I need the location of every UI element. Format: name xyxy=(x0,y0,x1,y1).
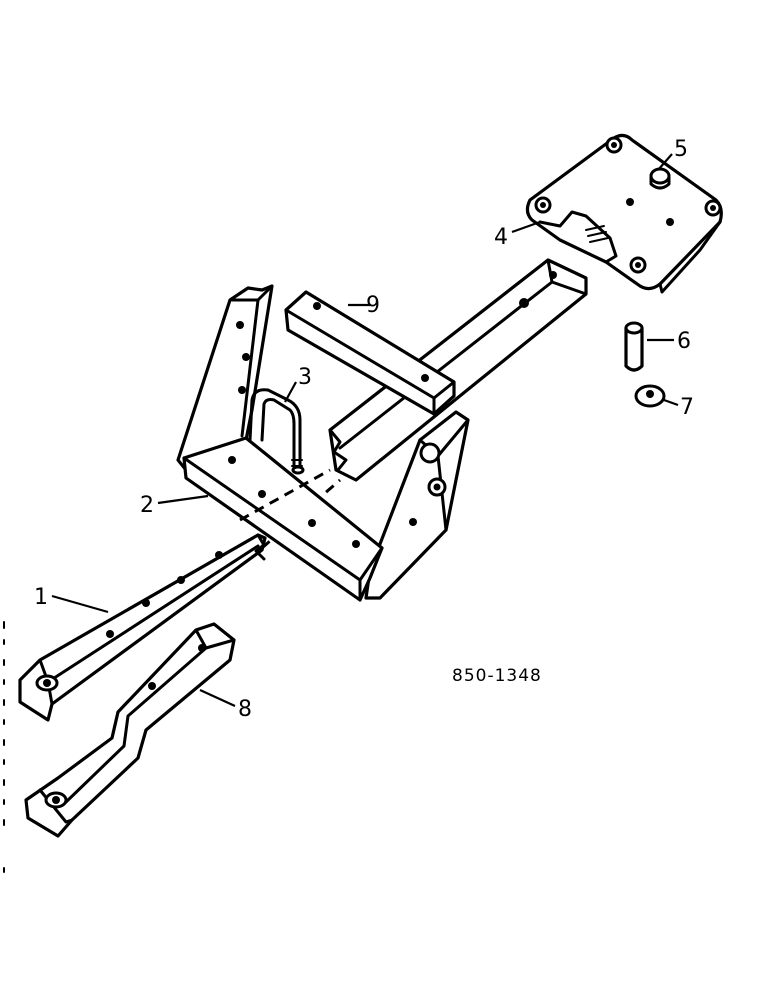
part-9-clamp-plate xyxy=(284,290,456,416)
part-2-bracket xyxy=(176,284,470,602)
callout-7: 7 xyxy=(680,395,694,420)
drawing-code: 850-1348 xyxy=(452,666,542,686)
callout-2: 2 xyxy=(140,493,154,518)
callout-8: 8 xyxy=(238,697,252,722)
callout-9: 9 xyxy=(366,293,380,318)
part-3-u-bolt xyxy=(248,388,305,475)
part-1-drawbar-front xyxy=(328,258,588,482)
callout-5: 5 xyxy=(674,137,688,162)
callout-1: 1 xyxy=(34,585,48,610)
part-6-pin xyxy=(624,321,644,372)
part-4-mounting-plate xyxy=(525,133,723,294)
callout-4: 4 xyxy=(494,225,508,250)
leader-lines xyxy=(51,153,679,708)
part-8-offset-bar xyxy=(24,622,236,838)
part-7-washer xyxy=(634,384,666,408)
callout-labels: 1 2 3 4 5 6 7 8 9 xyxy=(34,137,694,722)
callout-6: 6 xyxy=(677,329,691,354)
callout-3: 3 xyxy=(298,365,312,390)
